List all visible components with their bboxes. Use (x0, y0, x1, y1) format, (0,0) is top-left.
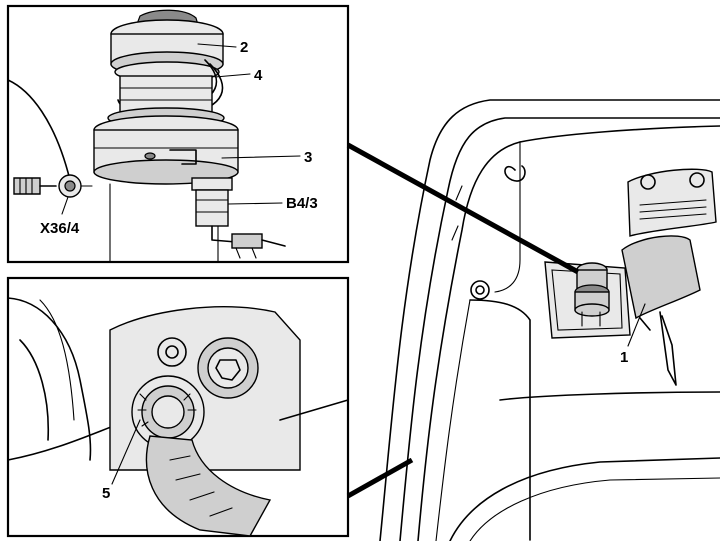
label-part-5: 5 (102, 485, 110, 502)
label-ground-x364: X36/4 (40, 220, 80, 237)
inset-connector-lines (346, 142, 580, 499)
label-part-1: 1 (620, 349, 628, 366)
inset-cap-detail (6, 4, 350, 264)
label-part-3: 3 (304, 149, 312, 166)
inset-drain-detail (6, 276, 350, 538)
vehicle-side-panel (379, 99, 720, 541)
fuel-flap (621, 168, 717, 386)
callout-labels: 2 4 3 B4/3 X36/4 1 5 (40, 39, 646, 502)
filler-recess (544, 261, 631, 339)
label-part-2: 2 (240, 39, 248, 56)
label-part-4: 4 (254, 67, 263, 84)
label-sensor-b43: B4/3 (286, 195, 318, 212)
